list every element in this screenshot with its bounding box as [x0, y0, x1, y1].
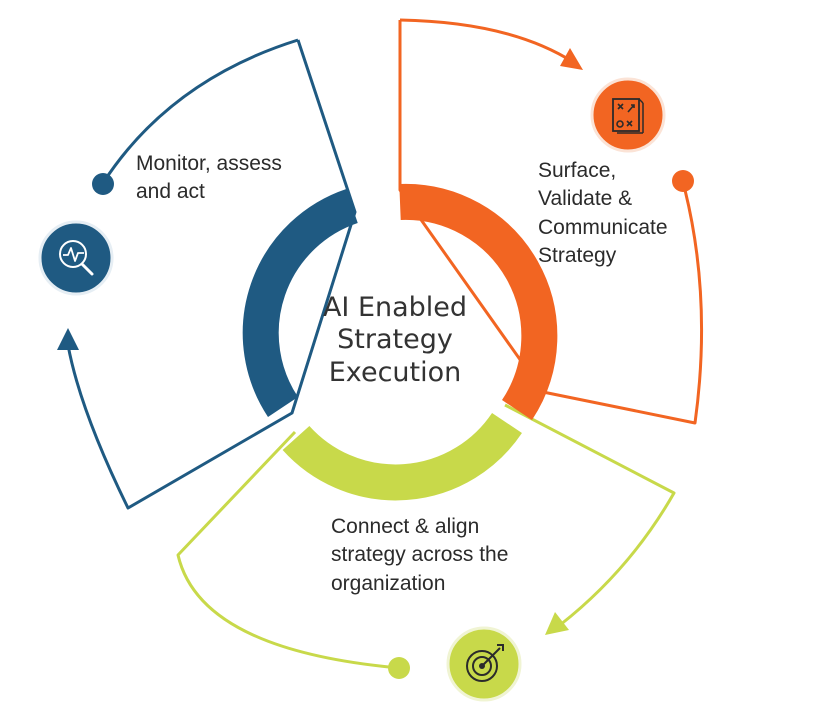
blue-connector-curve [101, 38, 299, 184]
label-line: Validate & [538, 187, 633, 211]
blue-endpoint-dot [92, 173, 114, 195]
label-line: and act [136, 180, 205, 204]
green-endpoint-dot [388, 657, 410, 679]
label-line: Surface, [538, 159, 617, 182]
label-line: Connect & align [331, 515, 480, 538]
orange-connector-curve [399, 18, 574, 64]
orange-arrowhead [560, 48, 583, 70]
blue-segment-outline [66, 39, 357, 510]
label-line: Strategy [538, 244, 617, 268]
step-monitor-label: Monitor, assess and act [136, 150, 282, 207]
label-line: organization [331, 571, 446, 595]
ring-arc-green [282, 412, 522, 501]
label-line: strategy across the [331, 543, 509, 567]
blue-arrowhead [57, 328, 79, 350]
green-arrowhead [545, 612, 569, 635]
ring-arc-blue [242, 188, 359, 417]
orange-endpoint-dot [672, 170, 694, 192]
center-title-line: Execution [328, 356, 462, 388]
green-connector-line [504, 403, 676, 627]
center-title-line: AI Enabled [322, 292, 468, 323]
ring-arc-orange [399, 183, 558, 420]
monitor-magnifier-icon [38, 220, 114, 296]
step-connect-label: Connect & align strategy across the orga… [331, 513, 508, 598]
label-line: Communicate [538, 215, 668, 239]
target-arrow-icon [446, 626, 522, 702]
label-line: Monitor, assess [136, 152, 282, 175]
orange-segment-outline [398, 20, 704, 425]
green-segment-outline [176, 430, 400, 670]
center-title: AI Enabled Strategy Execution [285, 292, 505, 389]
strategy-board-icon [590, 77, 666, 153]
step-surface-label: Surface, Validate & Communicate Strategy [538, 157, 668, 270]
center-title-line: Strategy [337, 324, 453, 356]
